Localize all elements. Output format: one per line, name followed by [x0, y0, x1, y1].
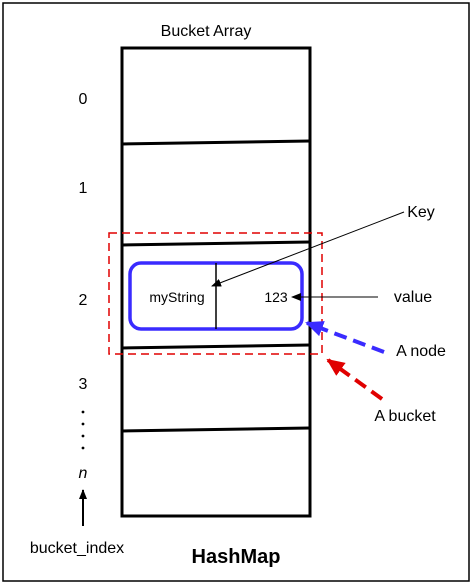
bucket-divider [121, 139, 311, 146]
key-annotation: Key [407, 204, 435, 221]
bucket-divider [121, 426, 311, 433]
vertical-ellipsis [81, 410, 85, 450]
bucket-index-n: n [79, 465, 88, 482]
value-annotation: value [394, 289, 432, 306]
node-key-text: myString [149, 289, 204, 305]
bucket-divider [121, 240, 311, 247]
bucket-index-1: 1 [79, 180, 88, 197]
bucket-annotation: A bucket [374, 408, 436, 425]
bucket-index-label: bucket_index [30, 540, 124, 557]
bucket-array-title: Bucket Array [161, 23, 252, 40]
node-value-text: 123 [264, 289, 288, 305]
bucket-divider [121, 343, 311, 350]
bucket-index-3: 3 [79, 376, 88, 393]
bucket-array [120, 46, 312, 518]
bucket-pointer-arrow [326, 358, 384, 401]
bucket-index-0: 0 [79, 91, 88, 108]
key-pointer-arrow [211, 211, 405, 287]
node-pointer-arrow [305, 321, 385, 354]
bucket-index-2: 2 [79, 292, 88, 309]
bucket-highlight [108, 232, 323, 355]
hashmap-caption: HashMap [192, 546, 281, 568]
node-annotation: A node [396, 343, 446, 360]
